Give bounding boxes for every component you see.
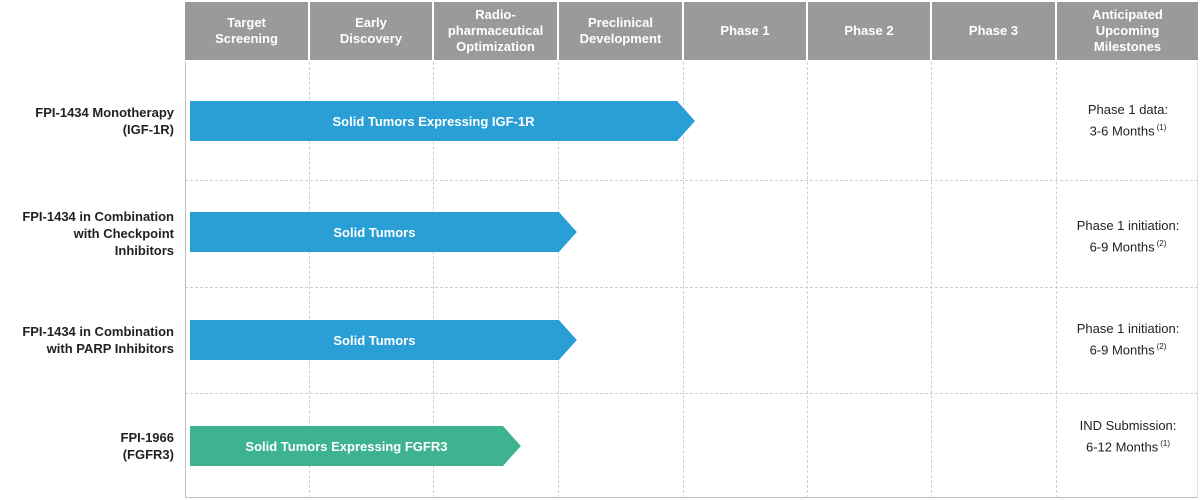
milestone-cell: Phase 1 initiation:6-9 Months(2) (1058, 320, 1198, 360)
milestone-timing: 6-9 Months (1089, 342, 1155, 358)
column-divider (683, 62, 684, 498)
footnote-marker: (1) (1160, 439, 1171, 449)
milestone-timing: 6-12 Months (1085, 439, 1159, 455)
column-divider (309, 62, 310, 498)
stage-header-1: Target Screening (185, 2, 308, 60)
indication-label: Solid Tumors Expressing IGF-1R (332, 113, 535, 129)
progress-arrow: Solid Tumors Expressing IGF-1R (190, 101, 696, 141)
indication-label: Solid Tumors (333, 224, 416, 240)
milestone-timing-line: 6-9 Months(2) (1090, 338, 1167, 359)
stage-header-4: Preclinical Development (559, 2, 682, 60)
program-name: FPI-1966 (FGFR3) (120, 429, 174, 462)
stage-header-6: Phase 2 (808, 2, 930, 60)
stage-header-5: Phase 1 (684, 2, 806, 60)
milestone-event: Phase 1 initiation: (1076, 321, 1180, 337)
column-divider (433, 62, 434, 498)
milestone-timing-line: 6-9 Months(2) (1090, 235, 1167, 256)
milestone-timing: 3-6 Months (1089, 123, 1155, 139)
row-divider (185, 180, 1198, 181)
indication-label: Solid Tumors Expressing FGFR3 (245, 438, 448, 454)
indication-label: Solid Tumors (333, 332, 416, 348)
column-divider (931, 62, 932, 498)
milestone-cell: Phase 1 data:3-6 Months(1) (1058, 101, 1198, 141)
column-divider (807, 62, 808, 498)
milestone-timing-line: 6-12 Months(1) (1086, 435, 1170, 456)
arrow-shape (190, 426, 521, 466)
progress-arrow: Solid Tumors Expressing FGFR3 (190, 426, 521, 466)
stage-header-7: Phase 3 (932, 2, 1055, 60)
row-divider (185, 393, 1198, 394)
milestone-event: IND Submission: (1079, 418, 1177, 434)
column-divider (1056, 62, 1057, 498)
footnote-marker: (2) (1156, 342, 1167, 352)
progress-arrow: Solid Tumors (190, 212, 577, 252)
arrow-shape (190, 101, 696, 141)
milestone-event: Phase 1 data: (1087, 102, 1169, 118)
milestone-event: Phase 1 initiation: (1076, 218, 1180, 234)
arrow-shape (190, 212, 577, 252)
progress-arrow: Solid Tumors (190, 320, 577, 360)
program-name: FPI-1434 in Combination with Checkpoint … (22, 209, 174, 258)
footnote-marker: (1) (1156, 123, 1167, 133)
stage-header-8: Anticipated Upcoming Milestones (1057, 2, 1198, 60)
milestone-timing: 6-9 Months (1089, 239, 1155, 255)
row-divider (185, 287, 1198, 288)
milestone-cell: Phase 1 initiation:6-9 Months(2) (1058, 217, 1198, 257)
pipeline-grid (185, 62, 1198, 498)
arrow-shape (190, 320, 577, 360)
column-divider (558, 62, 559, 498)
program-name: FPI-1434 Monotherapy (IGF-1R) (35, 105, 174, 137)
footnote-marker: (2) (1156, 239, 1167, 249)
stage-header-2: Early Discovery (310, 2, 432, 60)
program-name: FPI-1434 in Combination with PARP Inhibi… (22, 324, 174, 356)
stage-header-3: Radio- pharmaceutical Optimization (434, 2, 557, 60)
milestone-cell: IND Submission:6-12 Months(1) (1058, 417, 1198, 457)
milestone-timing-line: 3-6 Months(1) (1090, 119, 1167, 140)
